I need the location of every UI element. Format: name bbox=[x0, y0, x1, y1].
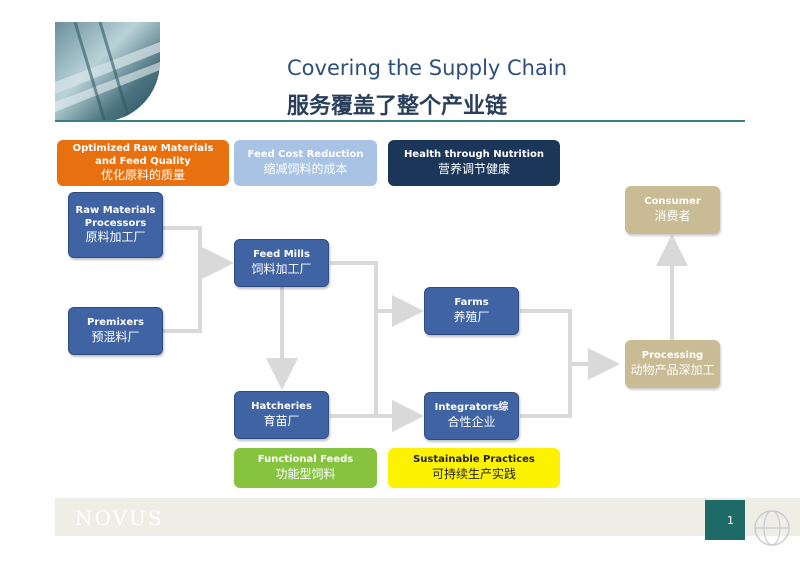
node-integrators: Integrators综 合性企业 bbox=[424, 392, 519, 440]
node-consumer: Consumer 消费者 bbox=[625, 186, 720, 234]
goal-en: Health through Nutrition bbox=[403, 149, 545, 161]
goal-zh: 营养调节健康 bbox=[437, 161, 510, 176]
arrow-farms-to-processing bbox=[520, 309, 620, 380]
arrow-to-integrators bbox=[374, 311, 424, 432]
node-en: Raw Materials Processors bbox=[75, 205, 156, 229]
goal-zh: 缩减饲料的成本 bbox=[263, 161, 348, 176]
arrow-raw-to-feedmills bbox=[163, 226, 234, 279]
page-number-tab bbox=[705, 500, 745, 540]
node-hatcheries: Hatcheries 育苗厂 bbox=[234, 391, 329, 439]
header-photo bbox=[55, 22, 160, 122]
arrow-premixers-to-feedmills bbox=[163, 263, 202, 333]
node-en: Premixers bbox=[86, 317, 144, 329]
arrow-integrators-to-processing bbox=[520, 364, 572, 418]
goal-health-nutrition: Health through Nutrition 营养调节健康 bbox=[388, 140, 560, 186]
bottom-functional-feeds: Functional Feeds 功能型饲料 bbox=[234, 448, 377, 488]
node-zh: 饲料加工厂 bbox=[251, 261, 312, 276]
node-en: Hatcheries bbox=[251, 401, 312, 413]
goal-raw-materials-quality: Optimized Raw Materials and Feed Quality… bbox=[57, 140, 229, 186]
goal-feed-cost-reduction: Feed Cost Reduction 缩减饲料的成本 bbox=[234, 140, 377, 186]
node-premixers: Premixers 预混料厂 bbox=[68, 307, 163, 355]
node-zh: 预混料厂 bbox=[91, 329, 140, 344]
node-zh: 合性企业 bbox=[447, 414, 496, 429]
node-zh: 消费者 bbox=[654, 208, 691, 223]
node-en: Feed Mills bbox=[253, 249, 310, 261]
bottom-zh: 可持续生产实践 bbox=[431, 466, 516, 481]
node-en: Farms bbox=[454, 297, 489, 309]
globe-icon bbox=[754, 510, 790, 546]
bottom-en: Sustainable Practices bbox=[413, 454, 535, 466]
node-zh: 原料加工厂 bbox=[85, 230, 146, 244]
node-feed-mills: Feed Mills 饲料加工厂 bbox=[234, 239, 329, 287]
bottom-sustainable-practices: Sustainable Practices 可持续生产实践 bbox=[388, 448, 560, 488]
node-processing: Processing 动物产品深加工 bbox=[625, 340, 720, 388]
novus-logo: NOVUS bbox=[75, 506, 164, 530]
goal-en: Feed Cost Reduction bbox=[247, 149, 364, 161]
page-number: 1 bbox=[727, 514, 734, 527]
node-en: Integrators综 bbox=[434, 402, 509, 414]
node-farms: Farms 养殖厂 bbox=[424, 287, 519, 335]
goal-zh: 优化原料的质量 bbox=[100, 168, 185, 182]
arrow-feedmills-to-farms bbox=[330, 261, 424, 327]
goal-en: Optimized Raw Materials and Feed Quality bbox=[72, 143, 214, 167]
node-zh: 动物产品深加工 bbox=[630, 362, 715, 377]
title-en: Covering the Supply Chain bbox=[287, 56, 568, 80]
title-divider bbox=[55, 120, 745, 122]
node-zh: 养殖厂 bbox=[453, 309, 490, 324]
title-zh: 服务覆盖了整个产业链 bbox=[287, 94, 508, 119]
node-en: Processing bbox=[641, 350, 704, 362]
footer-bar bbox=[55, 498, 800, 536]
node-raw-materials-processors: Raw Materials Processors 原料加工厂 bbox=[68, 192, 163, 258]
bottom-zh: 功能型饲料 bbox=[275, 466, 336, 481]
node-en: Consumer bbox=[644, 196, 701, 208]
header-photo-graphic bbox=[55, 22, 160, 122]
node-zh: 育苗厂 bbox=[263, 413, 300, 428]
bottom-en: Functional Feeds bbox=[257, 454, 354, 466]
